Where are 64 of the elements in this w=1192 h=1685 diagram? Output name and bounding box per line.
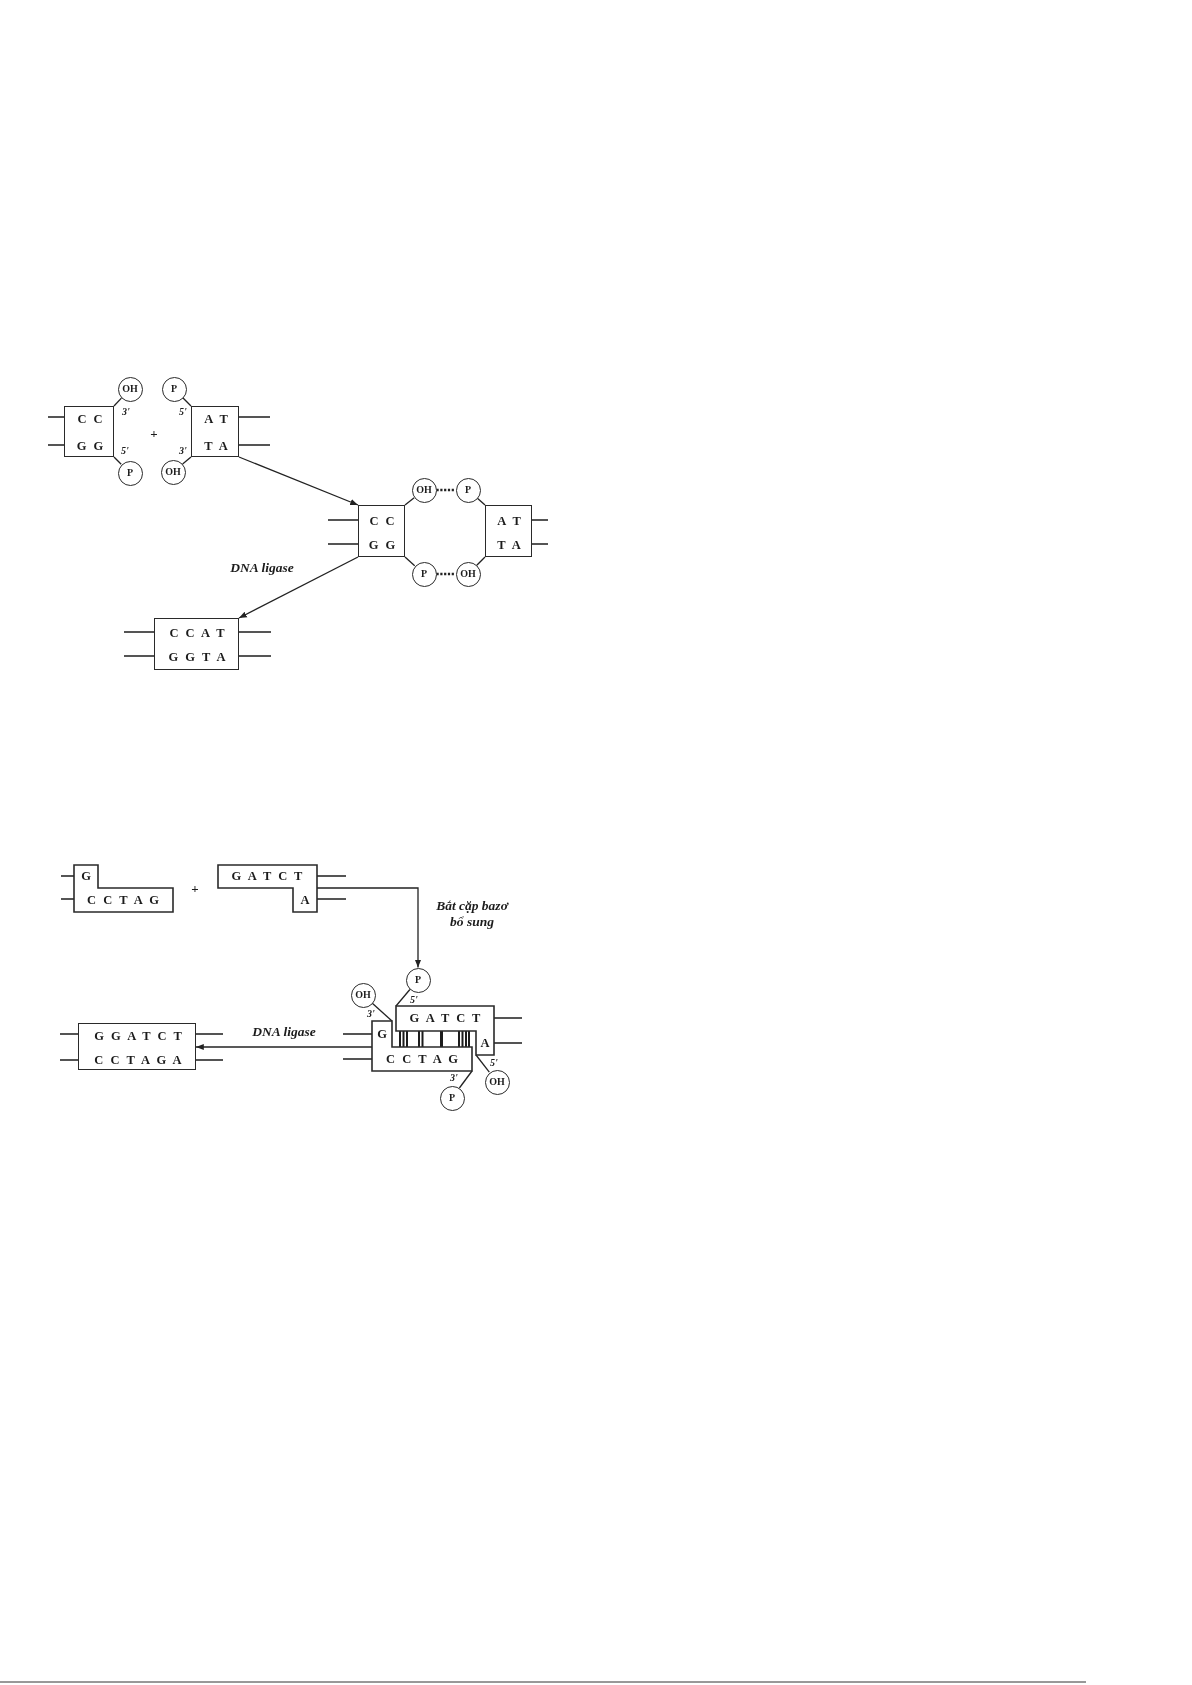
base-sequence: G G [368,538,396,552]
connector-line [113,397,123,407]
connector-line [404,556,416,567]
base-sequence: G G T A [168,650,226,664]
base-sequence: A [300,893,310,907]
phosphate-circle: P [405,967,431,993]
phosphate-circle: P [117,460,143,486]
connector-line [476,497,486,506]
base-sequence: C C [77,412,103,426]
hydroxyl-circle: OH [455,561,481,587]
phosphate-circle: P [455,477,481,503]
phosphate-circle: P [411,561,437,587]
hydroxyl-circle: OH [350,982,376,1008]
phosphate-circle: P [161,376,187,402]
dna-fragment-box [191,406,239,457]
dna-fragment-box [485,505,532,557]
base-sequence: C C T A G [386,1052,458,1066]
dna-fragment-box [358,505,405,557]
plus-sign: + [191,881,199,895]
strand-end-label: 3' [450,1073,458,1083]
phosphate-circle: P [439,1085,465,1111]
dna-fragment-box [74,865,173,912]
dotted-line [436,572,456,576]
base-sequence: G G A T C T [94,1029,182,1043]
base-sequence: G G [76,439,104,453]
base-sequence: C C A T [169,626,225,640]
hydroxyl-circle: OH [411,477,437,503]
strand-end-label: 5' [121,446,129,456]
base-sequence: A [480,1036,490,1050]
base-sequence: C C T A G A [94,1053,182,1067]
arrow [238,556,359,619]
strand-end-label: 3' [122,407,130,417]
base-sequence: C C [369,514,395,528]
base-sequence: G A T C T [231,869,303,883]
hydroxyl-circle: OH [160,459,186,485]
dotted-line [436,488,456,492]
base-sequence: A T [204,412,228,426]
connector-line [395,988,411,1007]
dna-fragment-box [218,865,317,912]
base-sequence: G A T C T [409,1011,481,1025]
arrow [238,456,359,506]
connector-line [475,1054,490,1073]
strand-end-label: 5' [490,1058,498,1068]
connector-line [371,1002,393,1022]
connector-line [458,1070,473,1089]
connector-line [404,497,415,506]
strand-end-label: 5' [410,995,418,1005]
base-sequence: G [377,1027,387,1041]
base-sequence: A T [497,514,521,528]
strand-end-label: 3' [179,446,187,456]
base-sequence: T A [497,538,521,552]
dna-fragment-box [78,1023,196,1070]
strand-end-label: 5' [179,407,187,417]
strand-end-label: 3' [367,1009,375,1019]
base-sequence: C C T A G [87,893,159,907]
hydroxyl-circle: OH [484,1069,510,1095]
base-sequence: G [81,869,91,883]
arrow [195,1043,373,1051]
plus-sign: + [150,426,158,440]
dna-fragment-box [64,406,114,457]
base-sequence: T A [204,439,228,453]
dna-fragment-box [154,618,239,670]
hydroxyl-circle: OH [117,376,143,402]
connector-line [181,456,192,465]
